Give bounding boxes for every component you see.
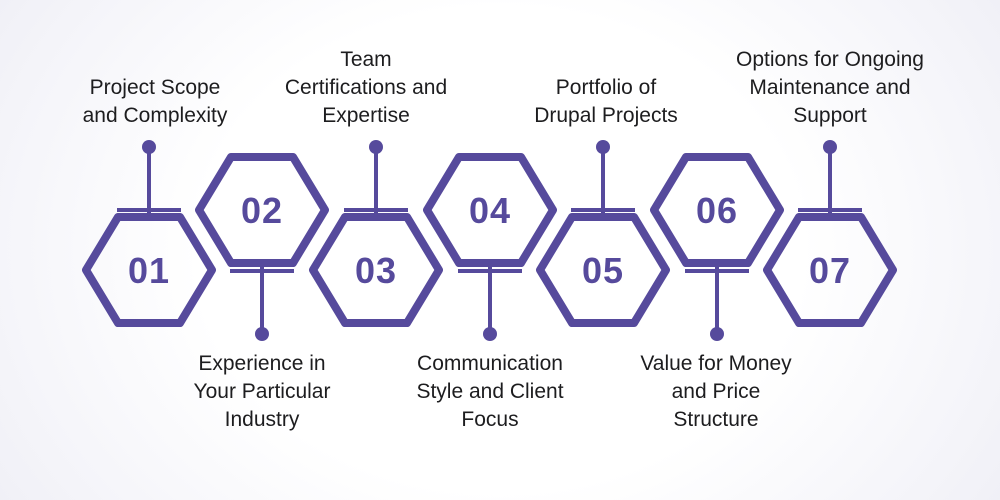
step-number: 05: [582, 250, 624, 291]
label-line: Support: [793, 104, 867, 127]
step-number: 04: [469, 190, 511, 231]
label-line: Industry: [224, 408, 300, 431]
label-line: Expertise: [322, 104, 410, 127]
label-line: and Complexity: [82, 104, 228, 127]
label-line: Experience in: [198, 352, 326, 375]
step-graphic-07: 07: [763, 140, 897, 327]
label-line: Structure: [673, 408, 759, 431]
label-line: Style and Client: [416, 380, 564, 403]
label-line: Focus: [461, 408, 519, 431]
label-line: Value for Money: [640, 352, 792, 375]
step-graphic-06: 06: [650, 153, 784, 341]
hexagon-02: [195, 153, 329, 267]
step-number: 02: [241, 190, 283, 231]
step-graphic-03: 03: [309, 140, 443, 327]
hexagon-03: [309, 213, 443, 327]
hexagon-01: [82, 213, 216, 327]
label-line: Maintenance and: [749, 76, 911, 99]
step-graphic-02: 02: [195, 153, 329, 341]
step-graphic-05: 05: [536, 140, 670, 327]
label-line: and Price: [671, 380, 761, 403]
step-label-02: Experience in Your Particular Industry: [194, 350, 331, 434]
step-number: 06: [696, 190, 738, 231]
connector-dot: [710, 327, 724, 341]
step-label-04: Communication Style and Client Focus: [416, 350, 563, 434]
label-line: Certifications and: [284, 76, 448, 99]
step-graphic-04: 04: [423, 153, 557, 341]
step-label-05: Portfolio of Drupal Projects: [534, 74, 678, 130]
step-number: 07: [809, 250, 851, 291]
label-line: Portfolio of: [555, 76, 657, 99]
label-line: Your Particular: [193, 380, 331, 403]
step-label-03: Team Certifications and Expertise: [285, 46, 447, 130]
label-line: Options for Ongoing: [736, 48, 924, 71]
label-line: Team: [340, 48, 392, 71]
step-number: 01: [128, 250, 170, 291]
step-label-06: Value for Money and Price Structure: [640, 350, 791, 434]
hexagon-05: [536, 213, 670, 327]
label-line: Drupal Projects: [534, 104, 678, 127]
label-line: Project Scope: [89, 76, 221, 99]
step-graphic-01: 01: [82, 140, 216, 327]
connector-dot: [483, 327, 497, 341]
hexagon-06: [650, 153, 784, 267]
hexagon-07: [763, 213, 897, 327]
label-line: Communication: [417, 352, 563, 375]
step-number: 03: [355, 250, 397, 291]
step-label-07: Options for Ongoing Maintenance and Supp…: [736, 46, 924, 130]
connector-dot: [255, 327, 269, 341]
hexagon-04: [423, 153, 557, 267]
step-label-01: Project Scope and Complexity: [83, 74, 228, 130]
